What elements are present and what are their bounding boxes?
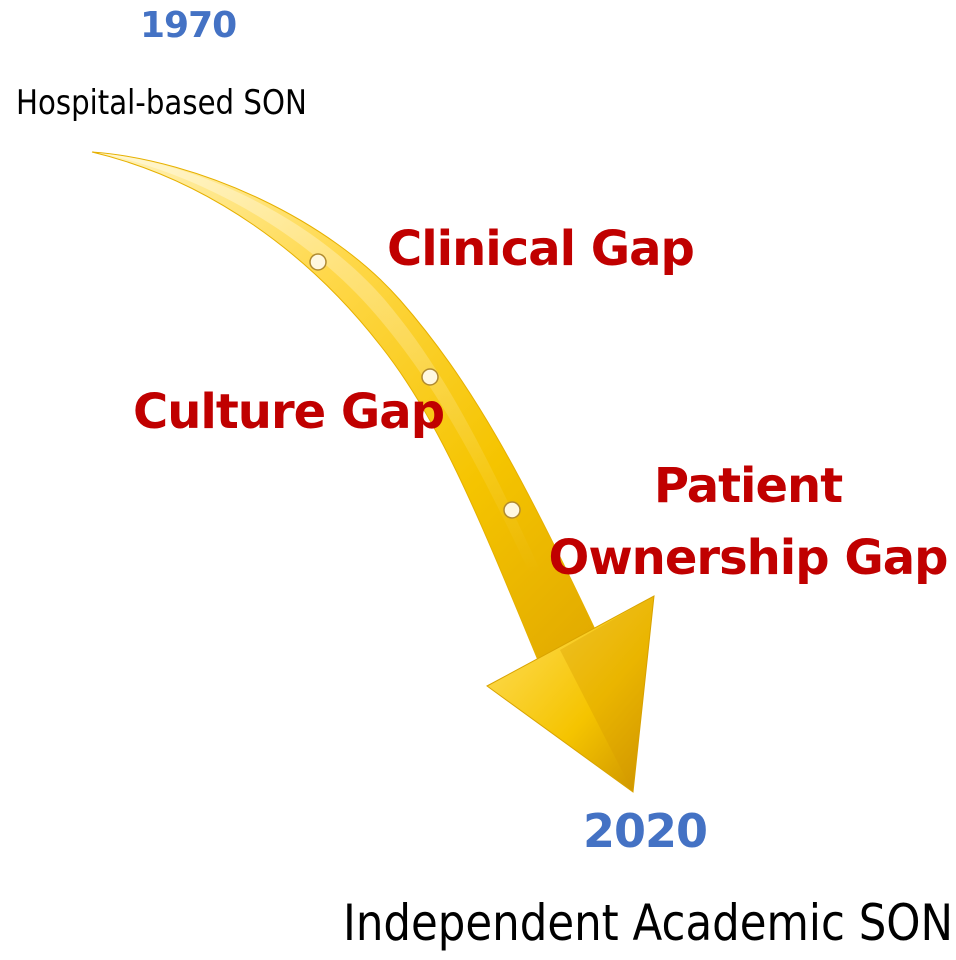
milestone-dot-3	[503, 501, 521, 519]
start-stage-label: Hospital-based SON	[16, 83, 307, 123]
milestone-dot-2	[421, 368, 439, 386]
patient-ownership-gap-label: Patient Ownership Gap	[548, 458, 949, 586]
end-year: 2020	[583, 804, 708, 858]
arrow-head-shade	[560, 596, 654, 792]
milestone-dot-1	[309, 253, 327, 271]
clinical-gap-label: Clinical Gap	[387, 221, 695, 277]
start-year: 1970	[140, 5, 237, 46]
culture-gap-label: Culture Gap	[133, 384, 445, 440]
arrow-highlight	[100, 153, 540, 574]
arrow-head	[486, 595, 655, 793]
end-stage-label: Independent Academic SON	[343, 894, 954, 952]
